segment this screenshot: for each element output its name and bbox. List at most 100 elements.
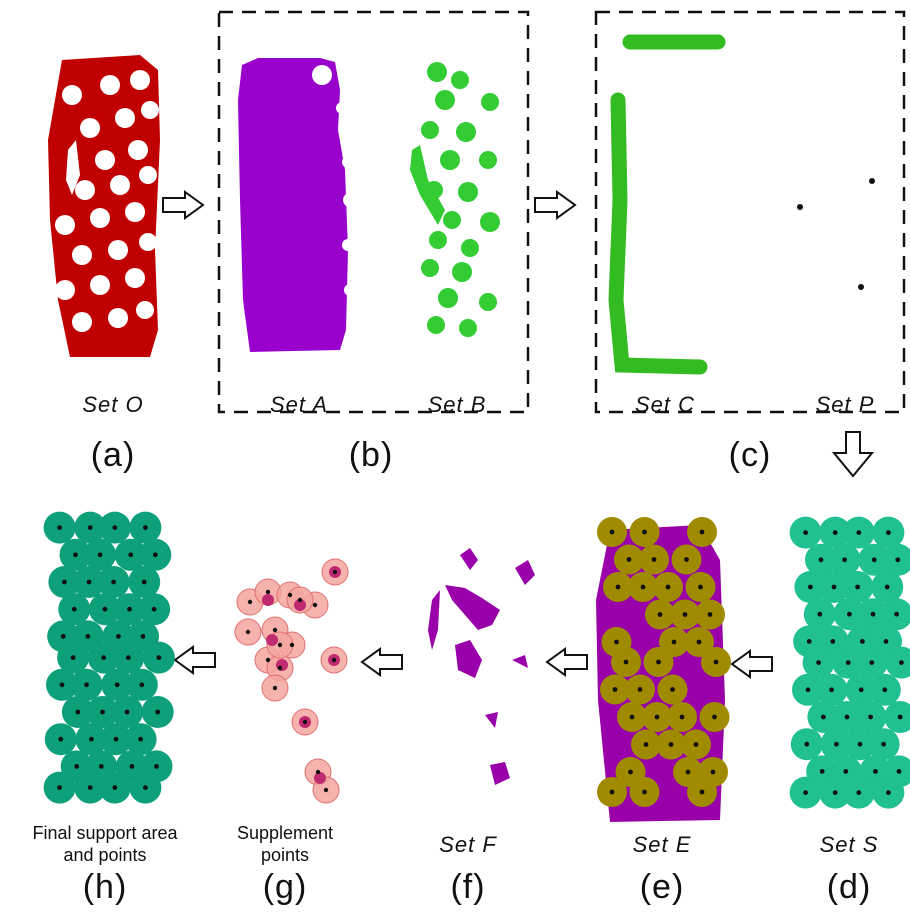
support-point <box>642 789 647 795</box>
support-point <box>654 714 660 720</box>
support-point <box>858 687 864 693</box>
support-point <box>70 655 76 660</box>
support-point <box>856 790 862 795</box>
label-a: (a) <box>90 436 136 474</box>
support-point <box>657 612 663 617</box>
support-point <box>101 655 107 660</box>
support-point <box>803 790 808 795</box>
support-point <box>884 584 890 590</box>
support-point <box>817 611 823 617</box>
support-point <box>829 687 834 693</box>
support-point <box>74 764 80 769</box>
arrow-f-to-g <box>361 648 403 676</box>
caption-final-line2: and points <box>63 845 147 865</box>
support-point <box>881 741 886 747</box>
support-point <box>60 634 66 639</box>
support-point <box>277 665 283 671</box>
support-point <box>857 741 863 747</box>
support-point <box>113 736 119 742</box>
caption-supplement-line2: points <box>260 845 310 865</box>
label-h: (h) <box>82 868 128 906</box>
support-point <box>830 639 836 644</box>
support-point <box>62 579 67 585</box>
support-point <box>265 657 271 663</box>
support-point <box>124 709 130 715</box>
support-point <box>710 769 716 775</box>
support-point <box>312 602 318 608</box>
support-point <box>679 714 685 720</box>
label-set-b: Set B <box>427 392 487 417</box>
support-point <box>609 789 615 795</box>
support-point <box>873 769 878 774</box>
support-point <box>895 557 901 563</box>
support-point <box>125 655 131 660</box>
support-point <box>141 579 147 585</box>
support-point <box>668 742 674 747</box>
label-e: (e) <box>639 868 685 906</box>
support-point <box>843 769 849 774</box>
final-points <box>57 525 162 790</box>
support-point <box>151 606 157 612</box>
support-point <box>707 612 713 617</box>
support-point <box>869 660 875 665</box>
caption-supplement: Supplement points <box>220 822 350 866</box>
support-point <box>277 642 283 648</box>
area-circle <box>885 646 910 679</box>
support-point <box>86 579 92 585</box>
support-point <box>116 634 121 639</box>
support-point <box>57 525 62 530</box>
label-set-a: Set A <box>270 392 328 417</box>
caption-final-line1: Final support area <box>32 823 178 843</box>
support-point <box>331 657 337 663</box>
support-point <box>883 639 889 644</box>
support-point <box>143 785 148 790</box>
support-point <box>112 525 118 530</box>
support-point <box>844 714 850 720</box>
box-b <box>217 10 530 414</box>
support-point <box>127 606 132 612</box>
support-point <box>84 682 89 688</box>
support-point <box>894 611 899 617</box>
support-point <box>684 557 689 562</box>
support-point <box>140 634 146 639</box>
support-point <box>671 639 677 645</box>
support-point <box>302 719 308 725</box>
support-point <box>804 741 810 747</box>
support-point <box>871 557 877 563</box>
supplement-core <box>262 594 274 606</box>
support-point <box>670 687 675 692</box>
support-point <box>332 569 338 575</box>
support-point <box>693 742 699 747</box>
support-point <box>614 639 619 645</box>
support-point <box>245 629 251 635</box>
label-set-f: Set F <box>439 832 497 857</box>
label-f: (f) <box>450 868 486 906</box>
support-point <box>847 611 852 617</box>
label-set-e: Set E <box>632 832 692 857</box>
label-c: (c) <box>728 436 772 474</box>
supplement-core <box>314 772 326 784</box>
support-point <box>656 659 661 665</box>
support-point <box>75 709 81 715</box>
support-point <box>297 597 303 603</box>
label-set-p: Set P <box>815 392 875 417</box>
area-circle <box>884 701 910 733</box>
support-point <box>665 584 671 590</box>
support-point <box>59 682 65 688</box>
label-b: (b) <box>348 436 394 474</box>
support-point <box>682 612 688 617</box>
support-point <box>699 529 705 535</box>
set-f-shapes <box>428 548 535 785</box>
support-point <box>129 764 135 769</box>
set-b-dots <box>410 62 500 337</box>
support-point <box>640 584 646 590</box>
support-point <box>856 530 862 535</box>
support-point <box>57 785 62 790</box>
support-point <box>831 584 837 590</box>
caption-supplement-line1: Supplement <box>236 823 334 843</box>
support-point <box>155 709 161 715</box>
support-point <box>323 787 329 793</box>
supplement-points <box>245 569 338 793</box>
support-point <box>868 714 873 720</box>
supplement-core <box>294 599 306 611</box>
